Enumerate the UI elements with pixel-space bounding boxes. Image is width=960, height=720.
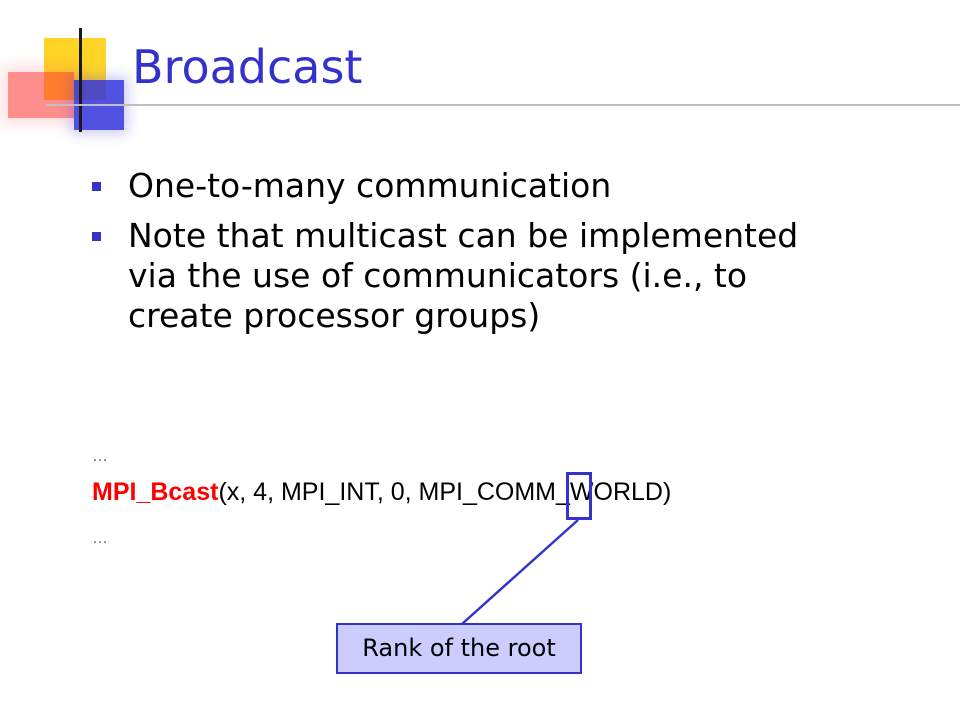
bullet-item: One-to-many communication	[90, 166, 920, 206]
decor-red-square	[8, 72, 74, 118]
code-ellipsis-before: …	[92, 448, 108, 465]
bullet-item: Note that multicast can be implemented v…	[90, 216, 920, 336]
decor-vertical-line	[79, 28, 82, 132]
root-argument-highlight	[566, 472, 592, 520]
function-arguments: (x, 4, MPI_INT, 0, MPI_COMM_WORLD)	[218, 478, 672, 506]
callout-pointer-line	[461, 519, 579, 625]
code-ellipsis-after: …	[92, 530, 108, 547]
title-underline	[46, 104, 960, 106]
bullet-line: Note that multicast can be implemented	[128, 216, 799, 255]
bullet-list: One-to-many communication Note that mult…	[90, 166, 920, 346]
bullet-line: create processor groups)	[128, 296, 541, 335]
code-line: MPI_Bcast(x, 4, MPI_INT, 0, MPI_COMM_WOR…	[92, 478, 671, 507]
slide-title: Broadcast	[132, 40, 363, 94]
square-bullet-icon	[92, 182, 101, 191]
bullet-line: One-to-many communication	[128, 166, 612, 205]
square-bullet-icon	[92, 232, 101, 241]
callout-box: Rank of the root	[336, 623, 582, 674]
bullet-line: via the use of communicators (i.e., to	[128, 256, 748, 295]
function-name: MPI_Bcast	[92, 478, 219, 506]
